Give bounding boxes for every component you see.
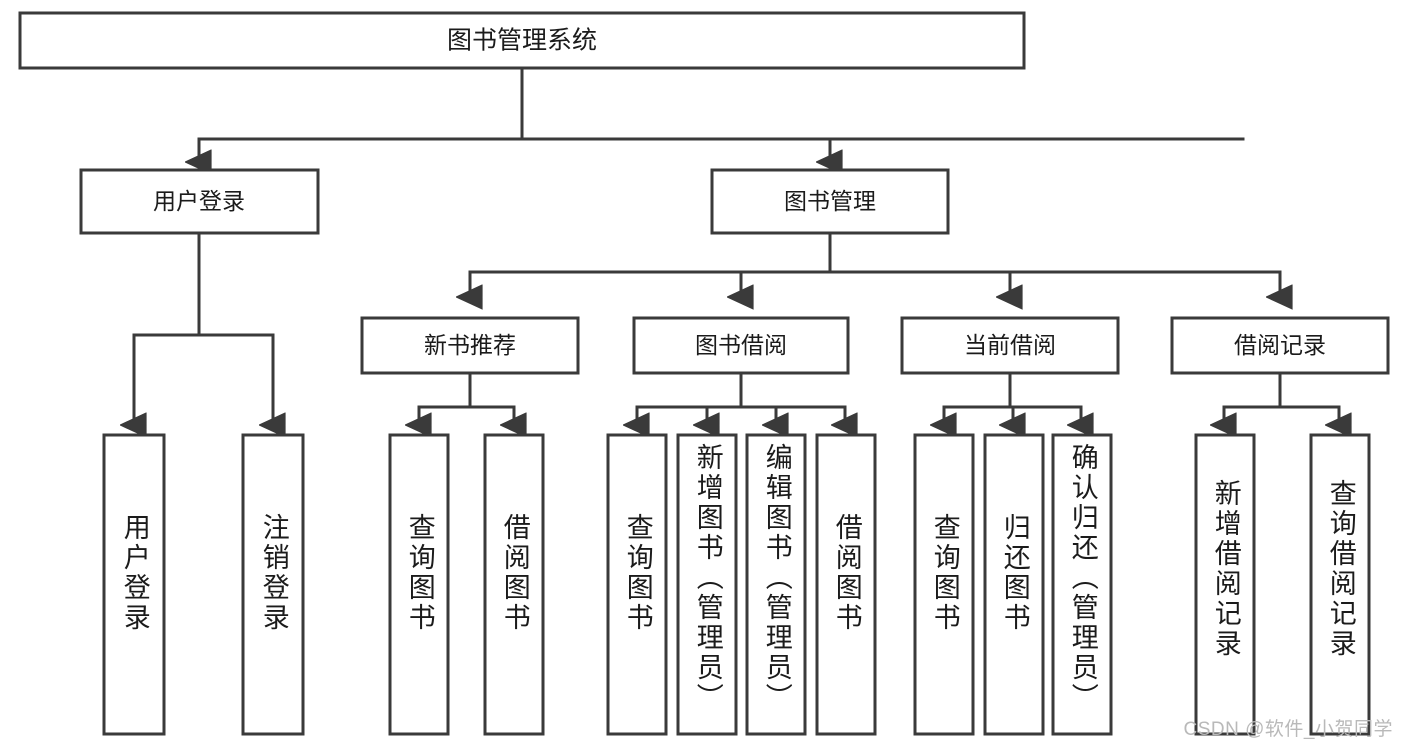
connector-book-borrow-to-leaves <box>637 371 845 425</box>
node-book-borrow-label: 图书借阅 <box>695 332 787 358</box>
node-borrow-record[interactable]: 借阅记录 <box>1170 316 1390 375</box>
node-root[interactable]: 图书管理系统 <box>18 11 1026 70</box>
leaf-box-return-book[interactable] <box>983 433 1045 736</box>
node-user-login[interactable]: 用户登录 <box>79 168 320 235</box>
watermark: CSDN @软件_小贺同学 <box>1183 719 1393 740</box>
connector-borrow-record-to-leaves <box>1224 371 1339 425</box>
leaf-box-query-borrow-record[interactable] <box>1309 433 1371 736</box>
node-current-borrow-label: 当前借阅 <box>964 332 1056 358</box>
node-borrow-record-label: 借阅记录 <box>1234 332 1326 358</box>
node-book-borrow[interactable]: 图书借阅 <box>632 316 850 375</box>
leaf-box-user-logout[interactable] <box>241 433 305 736</box>
node-new-book-recommend-label: 新书推荐 <box>424 332 516 358</box>
connector-root-to-level2 <box>199 66 1245 162</box>
connector-book-mgmt-to-level3 <box>470 231 1280 297</box>
node-root-label: 图书管理系统 <box>447 27 597 55</box>
leaf-box-add-book-admin[interactable] <box>676 433 738 736</box>
leaf-box-edit-book-admin[interactable] <box>745 433 807 736</box>
node-new-book-recommend[interactable]: 新书推荐 <box>360 316 580 375</box>
leaf-box-query-book-bb[interactable] <box>606 433 668 736</box>
connector-new-book-to-leaves <box>419 371 514 425</box>
connector-user-login-to-leaves <box>134 231 273 425</box>
connector-current-borrow-to-leaves <box>944 371 1081 425</box>
leaf-box-confirm-return-admin[interactable] <box>1051 433 1113 736</box>
node-user-login-label: 用户登录 <box>153 188 245 214</box>
leaf-box-user-login[interactable] <box>102 433 166 736</box>
leaf-box-query-book-cb[interactable] <box>913 433 975 736</box>
leaf-box-add-borrow-record[interactable] <box>1194 433 1256 736</box>
node-current-borrow[interactable]: 当前借阅 <box>900 316 1120 375</box>
node-book-management[interactable]: 图书管理 <box>710 168 950 235</box>
leaf-box-query-book-nb[interactable] <box>388 433 450 736</box>
leaf-box-borrow-book-bb[interactable] <box>815 433 877 736</box>
node-book-management-label: 图书管理 <box>784 188 876 214</box>
leaf-box-borrow-book-nb[interactable] <box>483 433 545 736</box>
